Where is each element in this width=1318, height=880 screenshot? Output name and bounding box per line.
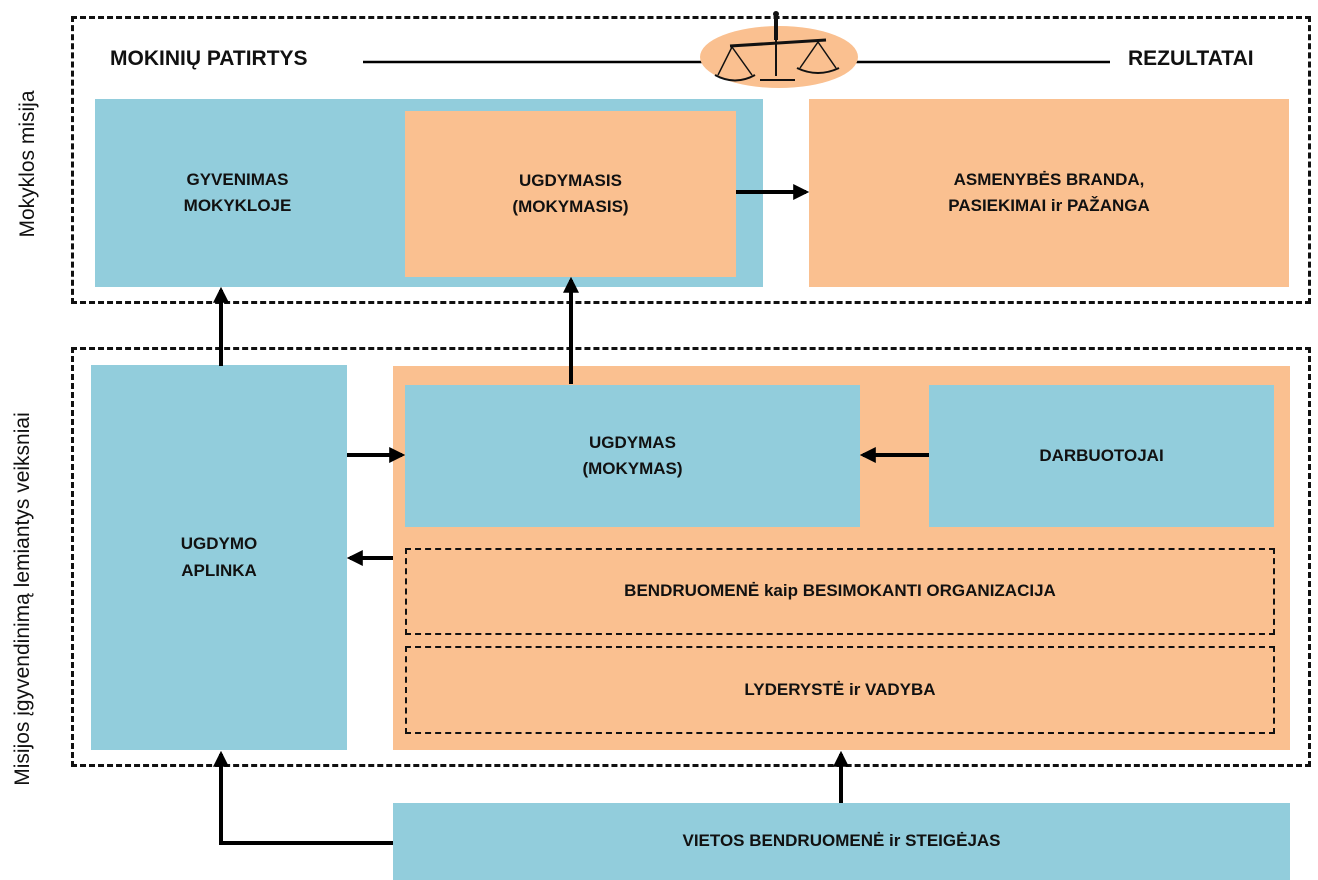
leadership-box: LYDERYSTĖ ir VADYBA	[405, 646, 1275, 734]
teaching-box: UGDYMAS (MOKYMAS)	[405, 385, 860, 527]
arrow-local-to-environment	[213, 750, 393, 845]
experiences-label: MOKINIŲ PATIRTYS	[110, 47, 308, 70]
maturity-box: ASMENYBĖS BRANDA, PASIEKIMAI ir PAŽANGA	[809, 99, 1289, 287]
mission-frame	[71, 16, 1311, 304]
staff-box: DARBUOTOJAI	[929, 385, 1274, 527]
local-community-box: VIETOS BENDRUOMENĖ ir STEIGĖJAS	[393, 803, 1290, 880]
environment-box: UGDYMO APLINKA	[91, 365, 347, 750]
learning-box: UGDYMASIS (MOKYMASIS)	[405, 111, 736, 277]
results-label: REZULTATAI	[1128, 47, 1254, 70]
school-life-label: GYVENIMAS MOKYKLOJE	[183, 169, 292, 215]
balance-scale-icon	[700, 11, 858, 88]
factors-frame	[71, 347, 1311, 767]
community-org-box: BENDRUOMENĖ kaip BESIMOKANTI ORGANIZACIJ…	[405, 548, 1275, 635]
